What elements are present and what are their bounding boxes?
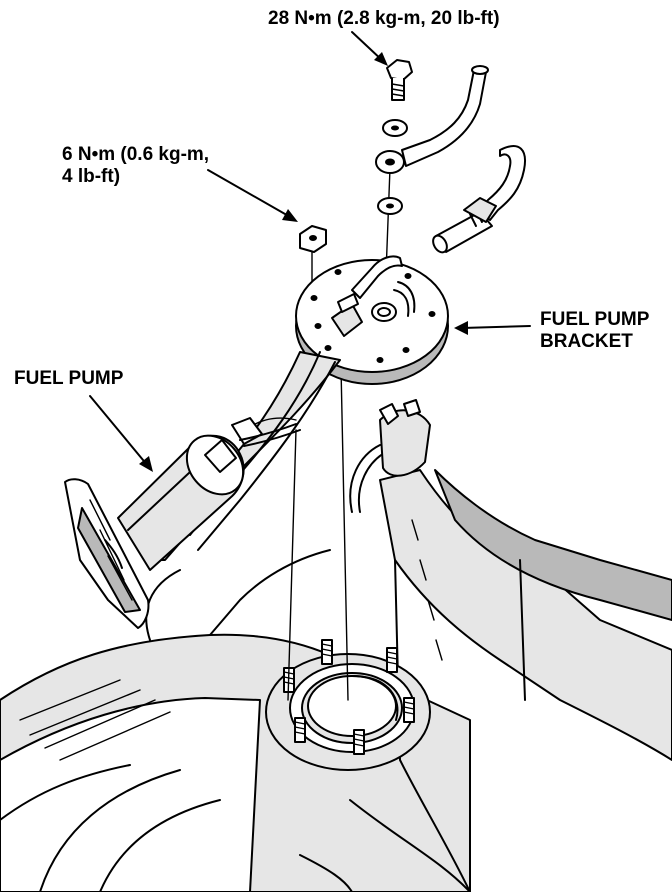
bracket-label-line-1: FUEL PUMP <box>540 309 650 330</box>
flange-nut <box>299 225 327 253</box>
fuel-pump-bracket-label: FUEL PUMP BRACKET <box>540 309 649 353</box>
fuel-strainer <box>64 478 150 629</box>
fuel-pump-label: FUEL PUMP <box>14 368 124 389</box>
flange-holes <box>310 269 436 363</box>
bolt-torque-label: 28 N•m (2.8 kg-m, 20 lb-ft) <box>268 8 500 29</box>
fuel-line <box>432 145 526 254</box>
leader-arrows <box>89 31 531 472</box>
fuel-pump <box>117 417 301 571</box>
wire-harness <box>349 399 431 513</box>
banjo-bolt-assembly <box>375 59 489 215</box>
nut-torque-label: 6 N•m (0.6 kg-m, 4 lb-ft) <box>62 144 209 188</box>
nut-torque-line-2: 4 lb-ft) <box>62 166 121 187</box>
tank-studs <box>283 639 415 755</box>
tank-opening <box>265 639 431 771</box>
frame-rail <box>379 469 672 892</box>
bracket-label-line-2: BRACKET <box>540 331 633 352</box>
nut-torque-line-1: 6 N•m (0.6 kg-m, <box>62 144 210 165</box>
pump-bracket <box>295 255 449 385</box>
